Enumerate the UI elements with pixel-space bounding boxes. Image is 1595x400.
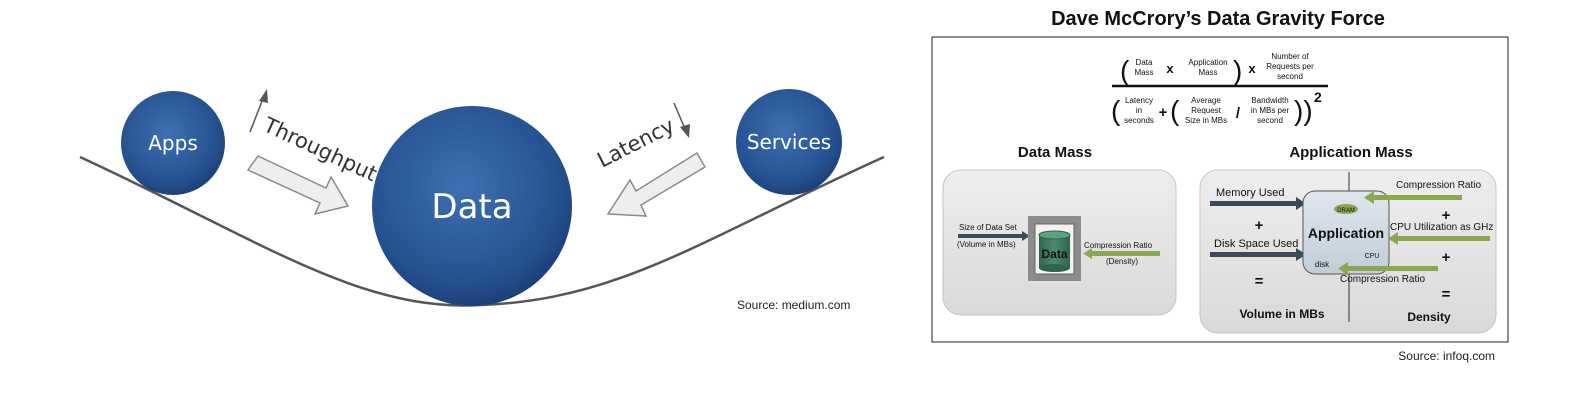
arrow-up-icon — [259, 89, 268, 103]
equals-left: = — [1255, 273, 1264, 290]
application-mass-panel: Application Mass Memory Used + Disk Spac… — [1199, 144, 1497, 334]
plus-right-1: + — [1442, 207, 1451, 224]
density-result: Density — [1407, 310, 1451, 324]
formula-avg-request-3: Size in MBs — [1185, 116, 1227, 125]
formula-times-2: x — [1248, 61, 1256, 76]
arrow-down-icon — [680, 124, 690, 138]
svg-text:(: ( — [1170, 95, 1180, 126]
compression-ratio-bottom-label: Compression Ratio — [1340, 274, 1425, 285]
latency-label: Latency — [593, 113, 678, 172]
memory-arrow — [1210, 197, 1306, 210]
formula-latency-1: Latency — [1125, 96, 1153, 105]
services-label: Services — [747, 130, 831, 154]
formula-exponent: 2 — [1314, 89, 1322, 105]
disk-space-used-label: Disk Space Used — [1214, 238, 1298, 250]
throughput-indicator: Throughput — [246, 89, 381, 216]
svg-text:)): )) — [1294, 95, 1313, 126]
cpu-utilization-label: CPU Utilization as GHz — [1390, 222, 1493, 233]
apps-label: Apps — [148, 131, 198, 155]
data-label: Data — [431, 187, 512, 227]
formula-requests-2: Requests per — [1266, 62, 1314, 71]
size-of-data-set-label: Size of Data Set — [959, 223, 1018, 232]
plus-left: + — [1255, 217, 1264, 234]
data-sphere — [372, 106, 572, 306]
formula-app-mass-2: Mass — [1198, 68, 1217, 77]
application-label: Application — [1308, 225, 1384, 241]
dram-chip — [1334, 204, 1358, 214]
plus-right-2: + — [1442, 249, 1451, 266]
formula-app-mass-1: Application — [1188, 58, 1227, 67]
cpu-arrow — [1388, 232, 1490, 245]
compression-arrow-bottom — [1338, 262, 1438, 275]
apps-sphere — [121, 91, 225, 195]
equals-right: = — [1442, 286, 1451, 303]
compression-ratio-top-label: Compression Ratio — [1396, 180, 1481, 191]
gravity-well-diagram: Apps Data Services Throughput Latency So… — [79, 89, 885, 312]
formula-requests-1: Number of — [1271, 52, 1309, 61]
volume-in-mbs-result: Volume in MBs — [1239, 307, 1324, 321]
svg-text:(: ( — [1120, 55, 1130, 86]
volume-in-mbs-label: (Volume in MBs) — [957, 240, 1016, 249]
data-mass-title: Data Mass — [1018, 144, 1092, 161]
application-box — [1302, 190, 1390, 275]
formula-data-mass-2: Mass — [1134, 68, 1153, 77]
formula-latency-3: seconds — [1124, 116, 1154, 125]
application-mass-title: Application Mass — [1289, 144, 1412, 161]
data-gravity-force-diagram: Dave McCrory’s Data Gravity Force ( Data… — [931, 8, 1509, 363]
disk-label: disk — [1315, 260, 1330, 269]
formula-plus: + — [1159, 104, 1168, 121]
memory-used-label: Memory Used — [1216, 187, 1284, 199]
formula-divide: / — [1236, 105, 1241, 122]
latency-indicator: Latency — [593, 102, 707, 217]
source-medium: Source: medium.com — [737, 298, 850, 312]
data-mass-panel: Data Mass Size of Data Set (Volume in MB… — [942, 144, 1177, 316]
compression-arrow-left — [1083, 248, 1160, 259]
formula-bandwidth-1: Bandwidth — [1251, 96, 1288, 105]
svg-text:(: ( — [1111, 95, 1121, 126]
formula-times-1: x — [1166, 61, 1174, 76]
formula-requests-3: second — [1277, 72, 1303, 81]
database-icon — [1038, 230, 1071, 272]
page-title: Dave McCrory’s Data Gravity Force — [1051, 8, 1385, 30]
services-sphere — [736, 89, 842, 195]
formula-data-mass-1: Data — [1136, 58, 1153, 67]
formula-bandwidth-2: in MBs per — [1251, 106, 1290, 115]
compression-arrow-top — [1364, 191, 1462, 204]
disk-arrow — [1210, 248, 1306, 261]
latency-arrow — [606, 151, 707, 217]
gravity-formula: ( Data Mass x Application Mass ) x Numbe… — [1111, 52, 1328, 126]
size-arrow — [958, 231, 1030, 241]
data-cylinder-label: Data — [1041, 247, 1067, 261]
compression-ratio-label: Compression Ratio — [1084, 241, 1153, 250]
formula-avg-request-2: Request — [1191, 106, 1222, 115]
formula-avg-request-1: Average — [1191, 96, 1221, 105]
density-label: (Density) — [1106, 257, 1138, 266]
cpu-label: CPU — [1365, 253, 1380, 260]
source-infoq: Source: infoq.com — [1398, 349, 1495, 363]
throughput-arrow — [246, 155, 350, 216]
dram-label: DRAM — [1337, 208, 1355, 214]
formula-latency-2: in — [1136, 106, 1142, 115]
formula-bandwidth-3: second — [1257, 116, 1283, 125]
svg-text:): ) — [1233, 55, 1242, 86]
